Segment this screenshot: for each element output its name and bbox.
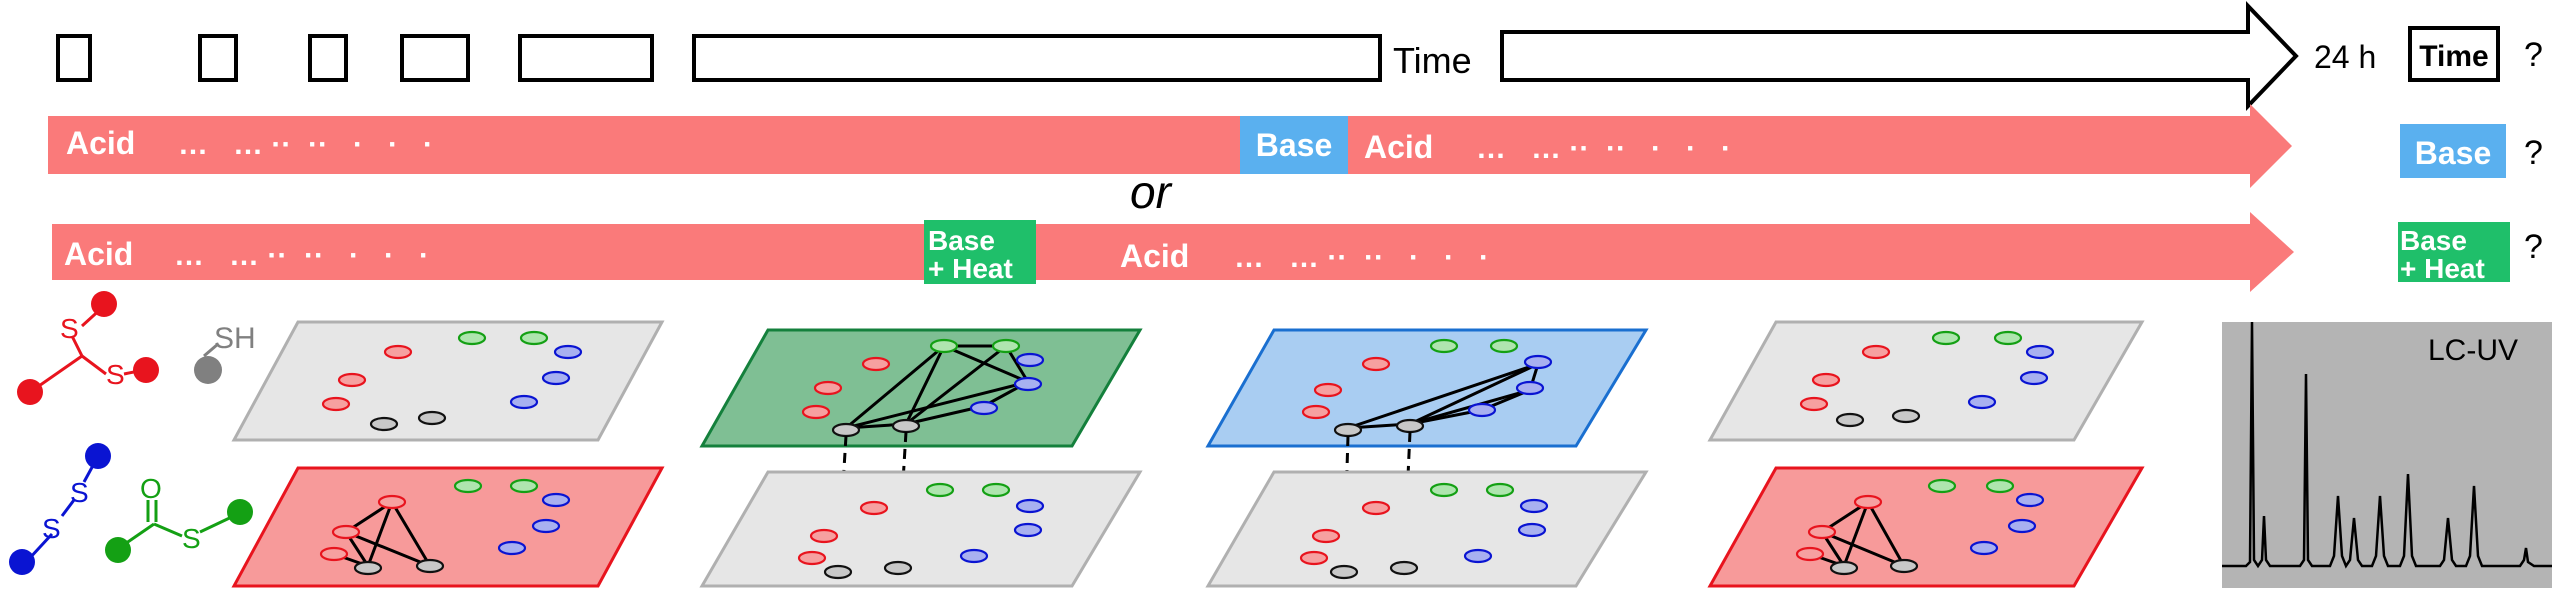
row1-base-segment [1240, 116, 1348, 174]
protocol-row-1: Acid … … ·· ·· · · · Base Acid … … ·· ··… [48, 104, 2543, 188]
row1-end-base-box [2400, 124, 2506, 178]
thioester-molecule [121, 500, 239, 548]
thiol-label: SH [214, 322, 256, 355]
row2-question: ? [2524, 228, 2543, 266]
plane-4-bottom [1707, 466, 2145, 588]
green-o-label: O [140, 473, 162, 504]
timeline: Time 24 h Time ? [56, 1, 2543, 111]
row2-acid-label: Acid [64, 236, 133, 272]
red-s-2: S [106, 359, 125, 390]
plane-group-1 [231, 320, 665, 588]
green-ball-1 [105, 537, 131, 563]
row2-arrow [52, 212, 2294, 292]
time-end-box-label: Time [2419, 40, 2488, 73]
row1-acid2-label: Acid [1364, 129, 1433, 165]
row2-end-base-heat-box [2398, 222, 2510, 282]
lc-uv-chromatogram: LC-UV [2222, 321, 2552, 588]
row1-acid-label: Acid [66, 125, 135, 161]
plane-2-top [699, 328, 1143, 448]
disulfide-molecule [26, 459, 98, 562]
row1-dots-right: … … ·· ·· · · · [1476, 132, 1731, 165]
or-label: or [1130, 166, 1173, 218]
row1-end-base-label: Base [2415, 135, 2492, 171]
blue-ball-1 [85, 443, 111, 469]
plane-2-bottom [699, 470, 1143, 588]
row2-end-base-heat-line1: Base [2400, 225, 2467, 256]
chromatogram-trace [2222, 321, 2552, 569]
time-box-2 [198, 34, 238, 82]
time-label: Time [1393, 40, 1472, 81]
plane-group-4 [1707, 320, 2145, 588]
time-box-1 [56, 34, 92, 82]
time-box-5 [518, 34, 654, 82]
plane-1-bottom [231, 466, 665, 588]
plane-4-top [1707, 320, 2145, 442]
chromatogram-background [2222, 322, 2552, 588]
blue-ball-2 [9, 549, 35, 575]
row2-acid2-label: Acid [1120, 238, 1189, 274]
row1-question: ? [2524, 134, 2543, 172]
row1-dots-left: … … ·· ·· · · · [178, 128, 433, 161]
row1-arrow [48, 104, 2292, 188]
row2-base-heat-segment [924, 220, 1036, 284]
green-ball-2 [227, 499, 253, 525]
row2-base-heat-line1: Base [928, 225, 995, 256]
time-arrow [1500, 1, 2299, 111]
plane-group-2 [699, 328, 1143, 588]
protocol-row-2: Acid … … ·· ·· · · · Base + Heat Acid … … [52, 212, 2543, 292]
time-question: ? [2524, 36, 2543, 74]
row2-dots-left: … … ·· ·· · · · [174, 239, 429, 272]
row2-dots-right: … … ·· ·· · · · [1234, 241, 1489, 274]
row1-base-label: Base [1256, 127, 1333, 163]
plane-3-top [1205, 328, 1649, 448]
row2-end-base-heat-line2: + Heat [2400, 253, 2485, 284]
green-s-label: S [182, 523, 201, 554]
time-box-4 [400, 34, 470, 82]
end-time-label: 24 h [2314, 39, 2376, 75]
plane-1-top [231, 320, 665, 442]
blue-s-1: S [70, 477, 89, 508]
red-ball-2 [17, 379, 43, 405]
time-end-box [2408, 26, 2500, 82]
blue-s-2: S [42, 513, 61, 544]
red-ball-1 [91, 291, 117, 317]
time-box-6 [692, 34, 1382, 82]
row2-base-heat-line2: + Heat [928, 253, 1013, 284]
lc-uv-label: LC-UV [2428, 334, 2518, 367]
plane-group-3 [1205, 328, 1649, 588]
plane-3-bottom [1205, 470, 1649, 588]
thiol-ball [194, 356, 222, 384]
red-s-1: S [60, 313, 79, 344]
red-ball-3 [133, 357, 159, 383]
trithioorthoester-molecule [35, 304, 145, 390]
molecule-legend: S S SH S S O S [9, 291, 256, 575]
time-box-3 [308, 34, 348, 82]
